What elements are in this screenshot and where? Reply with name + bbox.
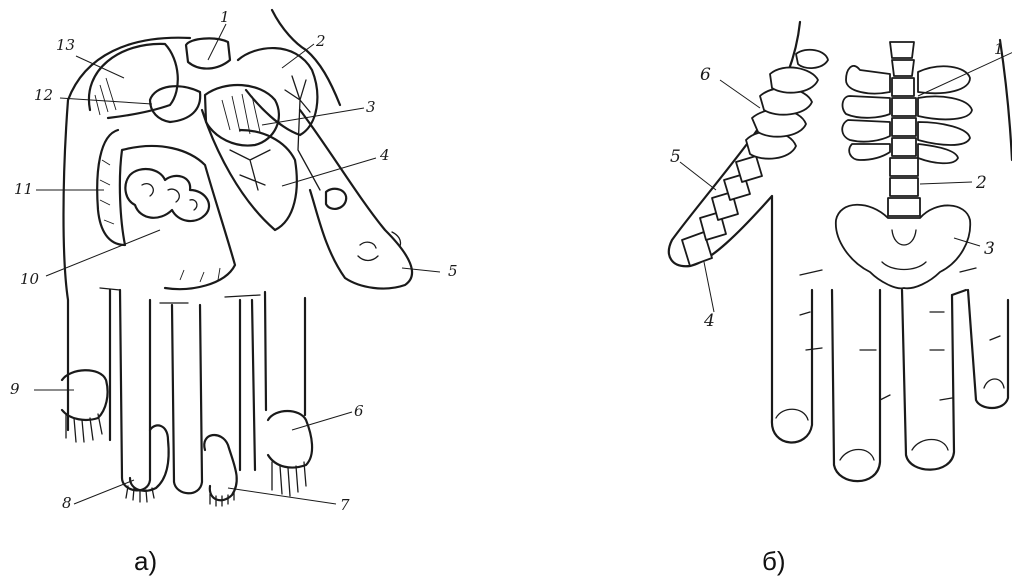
- foot-projection-7: [204, 435, 236, 500]
- pelvis-projection: [836, 205, 970, 289]
- panel-a-label-2: 2: [315, 32, 326, 50]
- kidney-projection: [326, 189, 346, 209]
- hand-projection-6: [268, 411, 312, 468]
- panel-a-label-6: 6: [354, 402, 364, 420]
- head-projection: [186, 38, 230, 68]
- right-lung-hatching: [95, 78, 116, 115]
- panel-b-label-4: 4: [703, 311, 715, 331]
- panel-a: 1 2 3 4 5 6 7 8 9 10 11 12 13 а): [10, 8, 458, 576]
- panel-a-label-12: 12: [34, 86, 53, 104]
- thumb-tip-feature: [358, 232, 401, 261]
- small-intestine-loops: [142, 184, 197, 210]
- panel-b-caption: б): [762, 546, 786, 576]
- stomach-projection: [202, 110, 297, 230]
- panel-b-label-3: 3: [984, 239, 995, 259]
- panel-b-label-2: 2: [975, 173, 987, 193]
- panel-a-label-11: 11: [14, 180, 33, 198]
- panel-a-label-10: 10: [20, 270, 40, 288]
- panel-a-label-4: 4: [379, 146, 390, 164]
- panel-b-label-1: 1: [994, 40, 1004, 58]
- thumb-projection: [300, 110, 412, 289]
- panel-a-label-5: 5: [448, 262, 458, 280]
- panel-a-label-9: 9: [10, 380, 20, 398]
- spine-projection: [888, 42, 920, 216]
- panel-a-label-1: 1: [220, 8, 230, 26]
- panel-b-label-6: 6: [700, 65, 711, 85]
- panel-a-hand-outline: [64, 10, 341, 493]
- panel-a-label-3: 3: [366, 98, 376, 116]
- small-intestine-projection: [125, 169, 209, 221]
- panel-a-finger-creases: [100, 288, 260, 303]
- duodenum-projection: [150, 86, 200, 122]
- panel-b: 1 2 3 4 5 6 б): [669, 22, 1012, 576]
- panel-b-nails: [776, 379, 1004, 460]
- large-intestine-projection: [97, 130, 235, 289]
- panel-b-label-5: 5: [670, 147, 681, 167]
- panel-a-label-7: 7: [340, 496, 350, 514]
- large-intestine-hatching: [100, 160, 220, 282]
- right-lung-projection: [89, 44, 178, 118]
- panel-a-caption: а): [134, 546, 157, 576]
- panel-a-label-8: 8: [62, 494, 72, 512]
- panel-a-label-13: 13: [56, 36, 75, 54]
